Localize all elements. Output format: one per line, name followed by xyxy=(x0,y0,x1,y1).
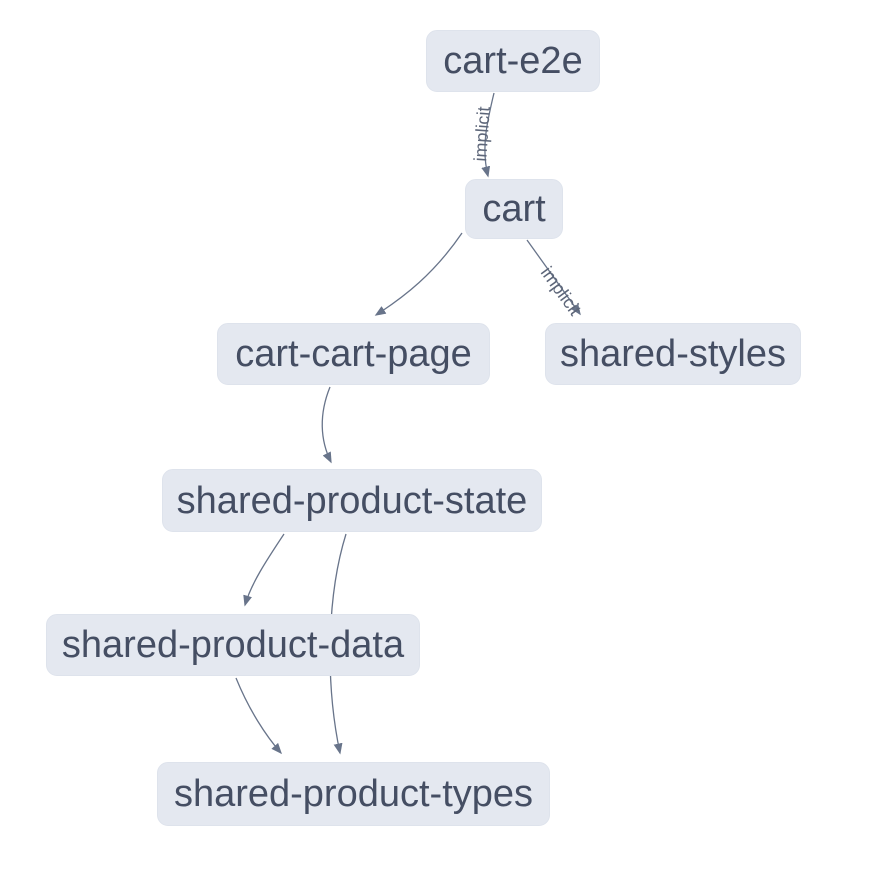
edge-cart-to-cart-cart-page xyxy=(374,232,463,316)
graph-node-shared-styles[interactable]: shared-styles xyxy=(545,323,801,385)
edge-cart-cart-page-to-shared-product-state xyxy=(321,386,332,464)
edge-cart-to-shared-styles xyxy=(526,239,581,316)
graph-node-shared-product-state[interactable]: shared-product-state xyxy=(162,469,542,532)
graph-node-cart-cart-page[interactable]: cart-cart-page xyxy=(217,323,490,385)
graph-node-shared-product-data[interactable]: shared-product-data xyxy=(46,614,420,676)
graph-node-cart-e2e[interactable]: cart-e2e xyxy=(426,30,600,92)
edge-shared-product-data-to-shared-product-types xyxy=(235,677,282,755)
graph-node-shared-product-types[interactable]: shared-product-types xyxy=(157,762,550,826)
edge-shared-product-state-to-shared-product-data xyxy=(243,533,285,607)
edge-cart-e2e-to-cart xyxy=(481,92,495,178)
graph-node-cart[interactable]: cart xyxy=(465,179,563,239)
